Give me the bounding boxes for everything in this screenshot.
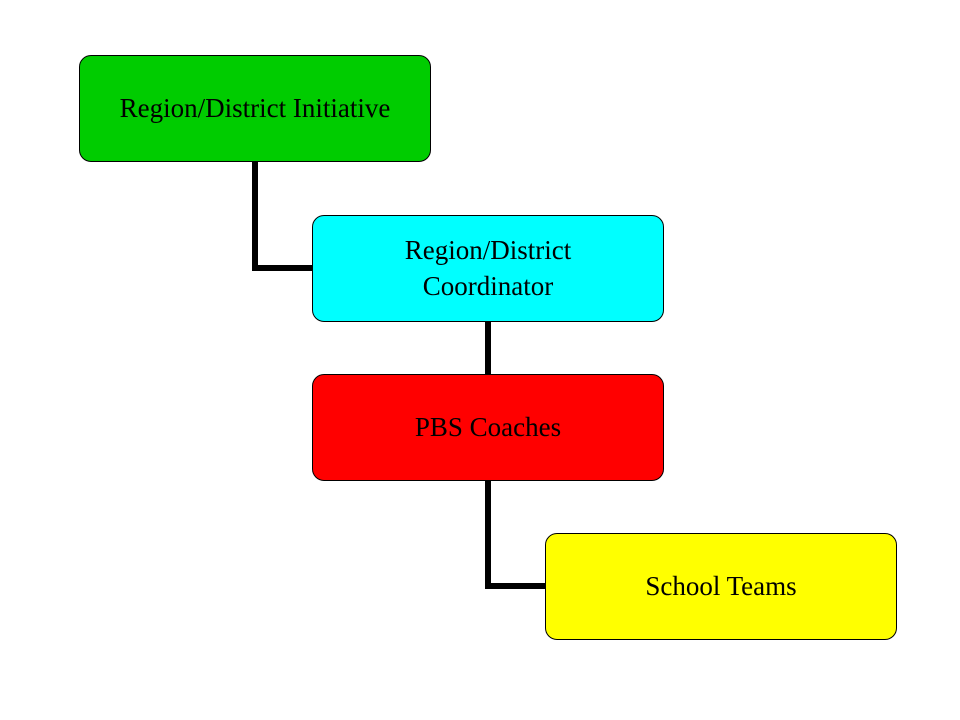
- node-region-district-coordinator: Region/District Coordinator: [312, 215, 664, 322]
- node-region-district-initiative: Region/District Initiative: [79, 55, 431, 162]
- node-label: PBS Coaches: [414, 411, 562, 442]
- node-school-teams: School Teams: [545, 533, 897, 640]
- node-label: Region/District Coordinator: [404, 235, 572, 301]
- node-label: Region/District Initiative: [119, 92, 391, 123]
- node-label: School Teams: [645, 570, 797, 601]
- connector-initiative-to-coordinator: [252, 162, 312, 271]
- connector-coaches-to-school-teams: [485, 481, 545, 589]
- node-pbs-coaches: PBS Coaches: [312, 374, 664, 481]
